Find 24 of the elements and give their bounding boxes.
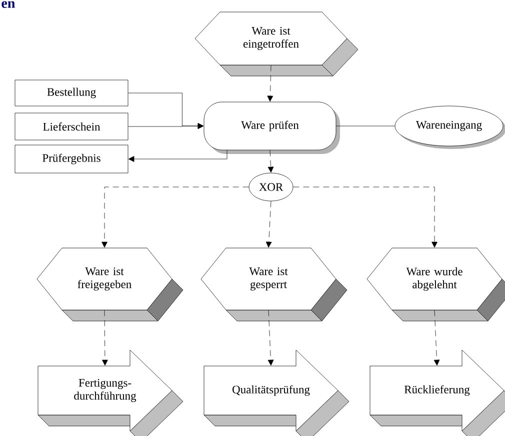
arrow <box>268 150 274 173</box>
heading: en <box>2 1 15 8</box>
event-hexagon: Ware ist freigegeben <box>36 248 184 322</box>
node-label: Ware wurde abgelehnt <box>406 267 462 291</box>
node-label: Wareneingang <box>416 120 482 132</box>
node-label: Rücklieferung <box>404 385 470 396</box>
node-label: Qualitätsprüfung <box>232 385 310 396</box>
arrow <box>268 310 274 366</box>
arrow <box>128 123 204 129</box>
function-box: Ware prüfen <box>204 102 340 154</box>
node-label: Fertigungs- durchführung <box>74 378 136 402</box>
event-hexagon: Ware ist gesperrt <box>200 248 348 322</box>
document-box: Lieferschein <box>14 112 128 140</box>
document-box: Bestellung <box>14 80 128 106</box>
arrow <box>266 201 272 248</box>
arrow <box>434 310 440 366</box>
arrow <box>267 65 274 102</box>
arrow <box>128 150 228 162</box>
event-hexagon: Ware wurde abgelehnt <box>366 248 505 322</box>
document-box: Prüfergebnis <box>14 144 128 174</box>
arrow <box>102 310 108 366</box>
event-hexagon: Ware ist eingetroffen <box>194 12 358 76</box>
arrow <box>293 186 438 248</box>
arrow <box>102 186 249 248</box>
